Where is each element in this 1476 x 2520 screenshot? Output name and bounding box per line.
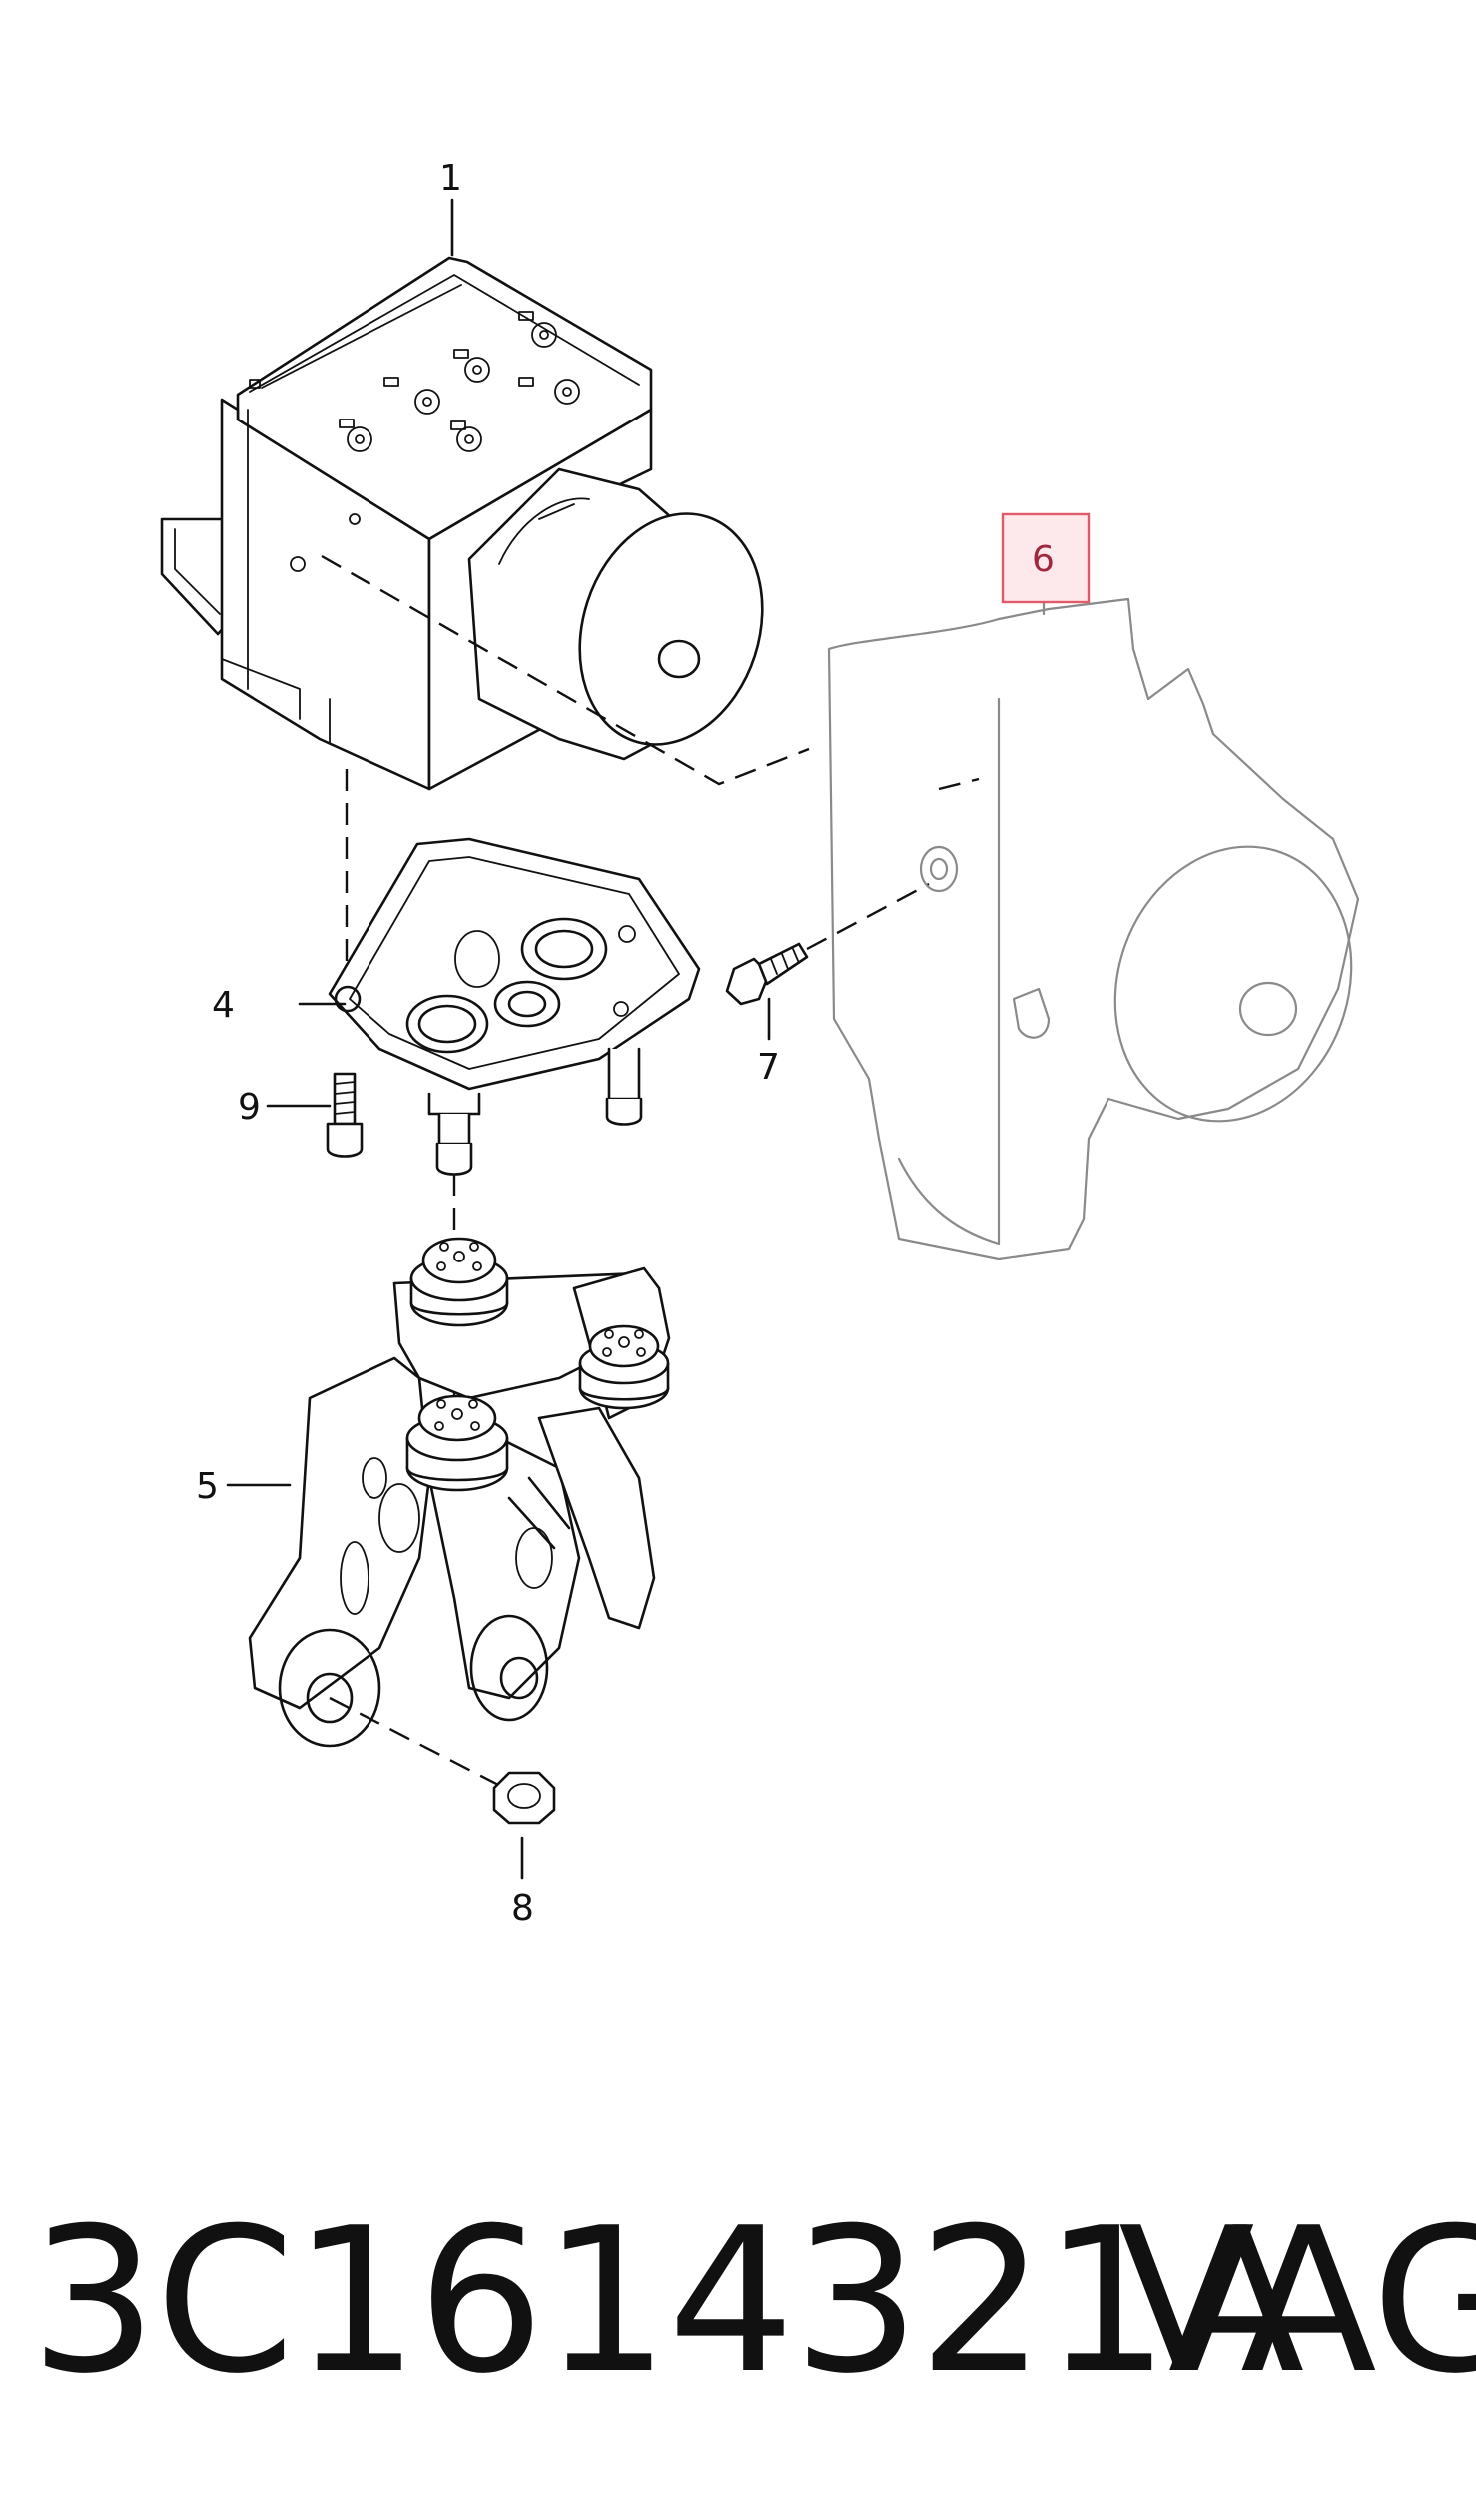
callout-6: 6 [1032, 539, 1055, 580]
exploded-parts-diagram: 1 4 5 6 7 8 9 [160, 158, 1360, 1929]
abs-unit-6 [827, 587, 1360, 1260]
bolt-9 [266, 1072, 364, 1158]
part-number-caption: 3C1614321A VAG [30, 2185, 1476, 2418]
abs-control-unit [160, 198, 980, 791]
bracket-5 [226, 1237, 671, 1790]
part-number: 3C1614321A [30, 2185, 1304, 2418]
nut-8 [492, 1771, 556, 1880]
callout-8: 8 [511, 1888, 534, 1929]
callout-7: 7 [757, 1047, 780, 1088]
brand-label: VAG [1118, 2185, 1476, 2418]
callout-9: 9 [238, 1087, 261, 1128]
bolt-7 [725, 882, 930, 1041]
callout-6-highlight [1001, 512, 1091, 604]
callout-4: 4 [212, 985, 235, 1026]
callout-5: 5 [196, 1466, 219, 1507]
mounting-plate [298, 837, 701, 1176]
callout-1: 1 [439, 158, 462, 199]
